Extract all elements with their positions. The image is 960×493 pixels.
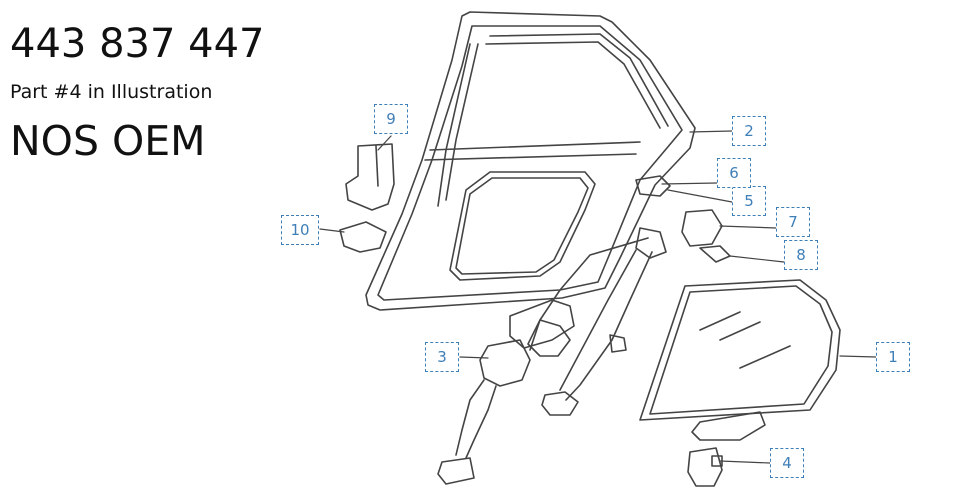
- window-regulator: [527, 227, 667, 416]
- callout-7: 7: [776, 207, 810, 237]
- callout-9: 9: [374, 104, 408, 134]
- part-4-bracket: [687, 447, 723, 487]
- callout-1: 1: [876, 342, 910, 372]
- callout-5: 5: [732, 186, 766, 216]
- condition-label: NOS OEM: [10, 117, 206, 165]
- part-10-cable: [339, 221, 387, 253]
- part-number: 443 837 447: [10, 21, 265, 67]
- part-note: Part #4 in Illustration: [10, 81, 213, 103]
- callout-8: 8: [784, 240, 818, 270]
- callout-3: 3: [425, 342, 459, 372]
- callout-4: 4: [770, 448, 804, 478]
- callout-6: 6: [717, 158, 751, 188]
- window-glass: [639, 279, 841, 441]
- hinge-parts: [635, 175, 731, 263]
- part-9-latch: [345, 143, 395, 211]
- callout-10: 10: [281, 215, 319, 245]
- callout-2: 2: [732, 116, 766, 146]
- window-motor: [437, 299, 575, 485]
- door-frame: [365, 11, 696, 311]
